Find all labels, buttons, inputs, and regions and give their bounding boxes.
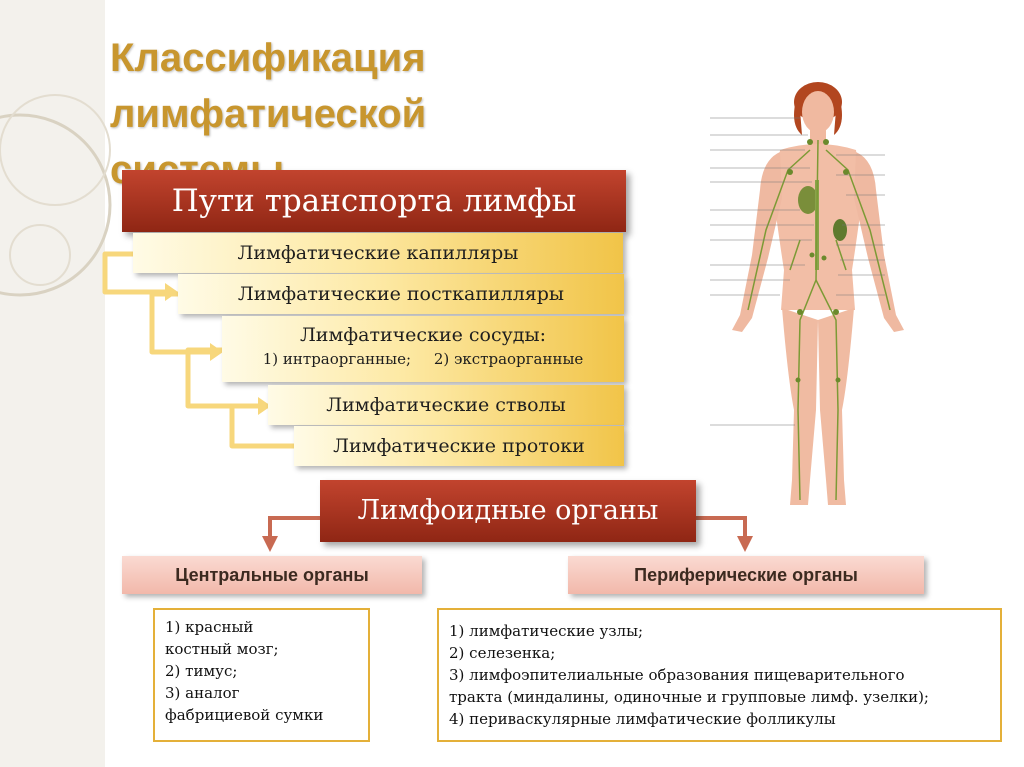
- peripheral-item: тракта (миндалины, одиночные и групповые…: [449, 686, 990, 708]
- peripheral-item: 1) лимфатические узлы;: [449, 620, 990, 642]
- central-item: костный мозг;: [165, 638, 358, 660]
- peripheral-organs-list: 1) лимфатические узлы; 2) селезенка; 3) …: [437, 608, 1002, 742]
- central-item: фабрициевой сумки: [165, 704, 358, 726]
- peripheral-item: 2) селезенка;: [449, 642, 990, 664]
- peripheral-organs-label: Периферические органы: [568, 556, 924, 594]
- human-lymphatic-system-icon: [640, 80, 995, 520]
- peripheral-item: 3) лимфоэпителиальные образования пищева…: [449, 664, 990, 686]
- central-organs-list: 1) красный костный мозг; 2) тимус; 3) ан…: [153, 608, 370, 742]
- central-item: 3) аналог: [165, 682, 358, 704]
- central-item: 1) красный: [165, 616, 358, 638]
- central-item: 2) тимус;: [165, 660, 358, 682]
- peripheral-item: 4) периваскулярные лимфатические фоллику…: [449, 708, 990, 730]
- central-organs-label: Центральные органы: [122, 556, 422, 594]
